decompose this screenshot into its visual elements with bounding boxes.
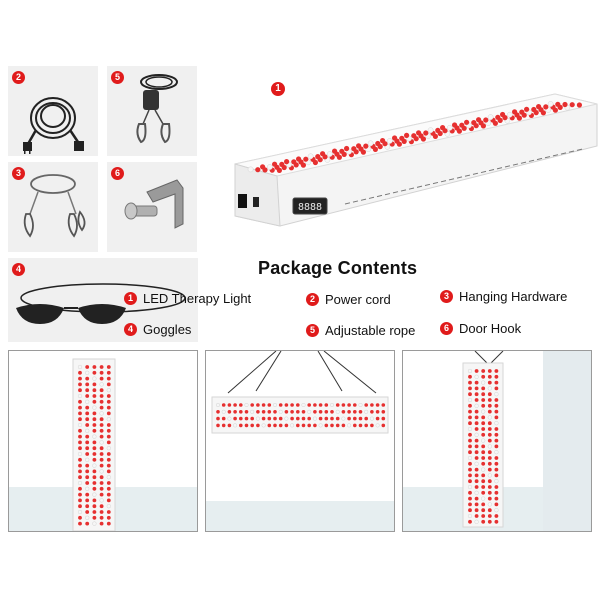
legend-badge: 5 xyxy=(306,323,319,337)
legend-item-2: 2 Power cord xyxy=(306,291,391,307)
item-badge: 5 xyxy=(111,71,124,84)
display-screen xyxy=(292,197,328,215)
legend-label: Hanging Hardware xyxy=(459,288,568,304)
door-hook-icon xyxy=(124,179,184,229)
legend-label: Adjustable rope xyxy=(325,322,416,338)
led-panel-main-svg: 8888 xyxy=(234,93,598,227)
item-badge: 6 xyxy=(111,167,124,180)
usage-photo-hanging xyxy=(205,350,395,532)
legend-label: Door Hook xyxy=(459,320,522,336)
legend-item-3: 3 Hanging Hardware xyxy=(440,288,567,304)
legend-badge: 1 xyxy=(124,291,137,305)
legend-item-4: 4 Goggles xyxy=(124,321,191,337)
legend-item-1: 1 LED Therapy Light xyxy=(124,290,251,306)
legend-label: Power cord xyxy=(325,291,391,307)
door-hook-tile: 6 xyxy=(107,162,197,252)
legend-item-6: 6 Door Hook xyxy=(440,320,521,336)
legend-badge: 2 xyxy=(306,292,319,306)
legend-badge: 4 xyxy=(124,322,137,336)
goggles-icon xyxy=(16,283,186,324)
usage-photo-vertical xyxy=(8,350,198,532)
item-badge: 3 xyxy=(12,167,25,180)
legend-label: LED Therapy Light xyxy=(143,290,252,306)
legend-badge: 6 xyxy=(440,321,453,335)
ratchet-rope-icon xyxy=(136,74,178,144)
adjustable-rope-tile: 5 xyxy=(107,66,197,156)
usage-photo-door xyxy=(402,350,592,532)
led-therapy-light-image: 8888 xyxy=(205,86,600,236)
legend-item-5: 5 Adjustable rope xyxy=(306,322,415,338)
item-badge: 4 xyxy=(12,263,25,276)
power-cord-icon xyxy=(23,97,84,154)
panel-badge: 1 xyxy=(271,82,285,96)
item-badge: 2 xyxy=(12,71,25,84)
goggles-tile: 4 xyxy=(8,258,198,342)
legend-badge: 3 xyxy=(440,289,453,303)
hanging-wire-icon xyxy=(23,174,86,238)
display-readout: 8888 xyxy=(298,202,322,213)
legend-label: Goggles xyxy=(143,321,192,337)
page-title: Package Contents xyxy=(258,258,418,278)
power-cord-tile: 2 xyxy=(8,66,98,156)
hanging-hardware-tile: 3 xyxy=(8,162,98,252)
